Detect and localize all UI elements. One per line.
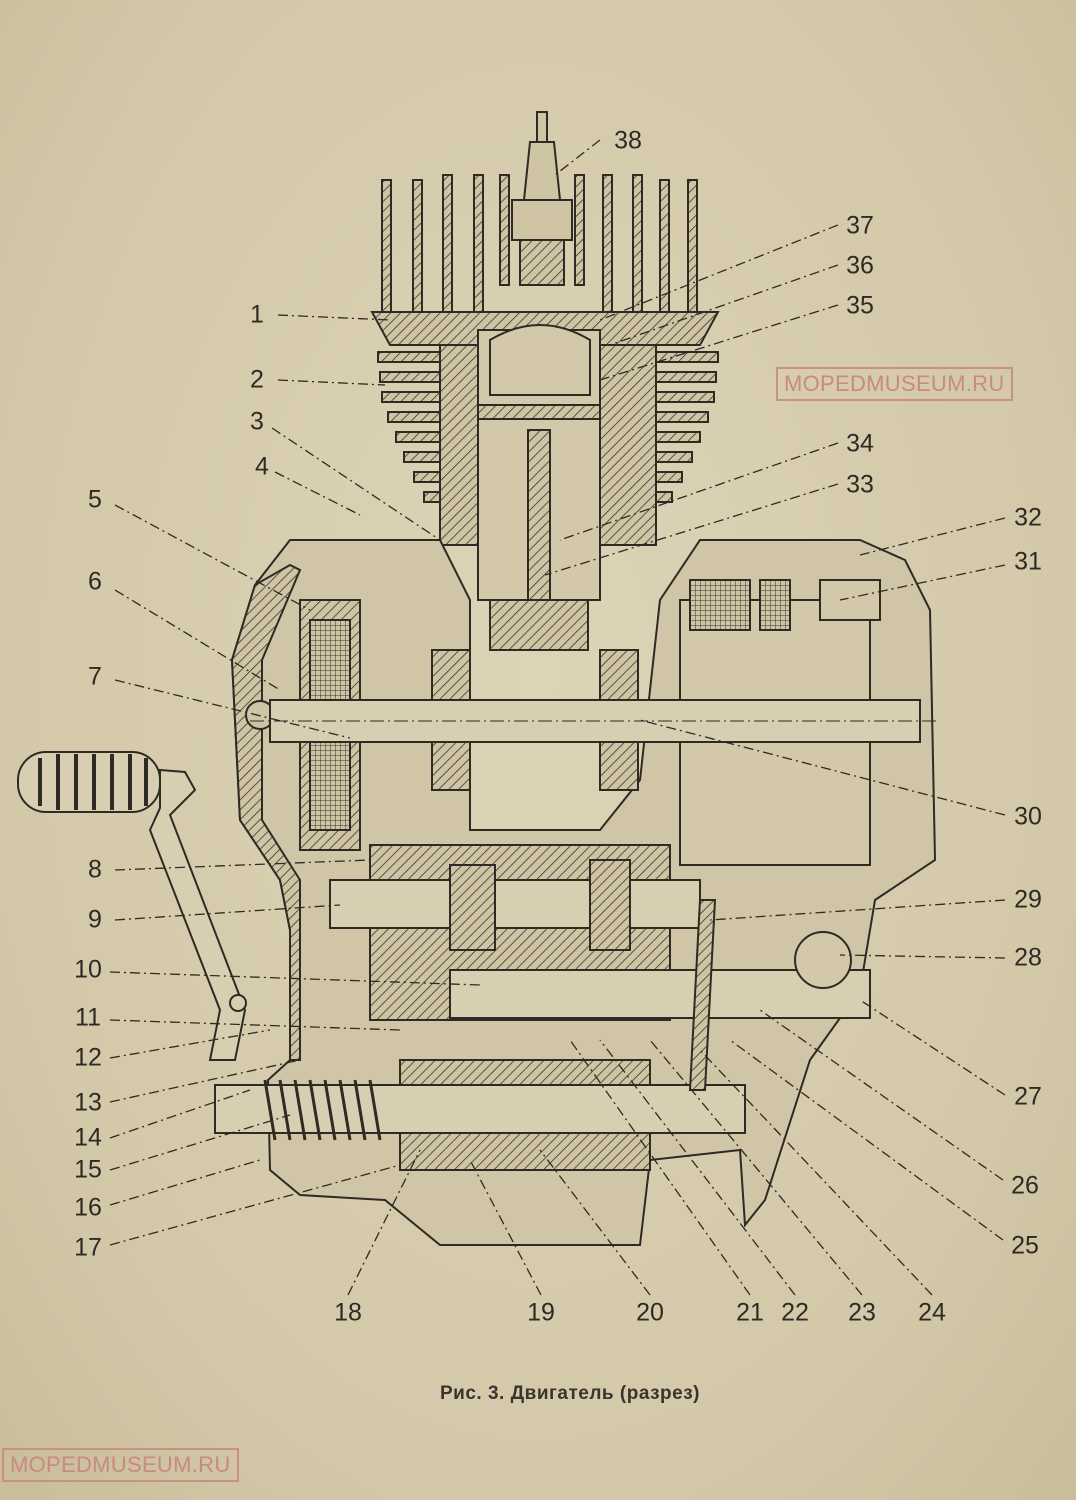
- callout-35: 35: [846, 291, 874, 320]
- callout-33: 33: [846, 470, 874, 499]
- callout-21: 21: [736, 1298, 764, 1327]
- callout-26: 26: [1011, 1171, 1039, 1200]
- spark-plug: [511, 111, 573, 286]
- callout-17: 17: [74, 1233, 102, 1262]
- watermark-bottom: MOPEDMUSEUM.RU: [2, 1448, 239, 1482]
- callout-5: 5: [88, 485, 102, 514]
- gearbox: [214, 844, 871, 1171]
- callout-12: 12: [74, 1043, 102, 1072]
- watermark-top: MOPEDMUSEUM.RU: [776, 367, 1013, 401]
- callout-28: 28: [1014, 943, 1042, 972]
- callout-2: 2: [250, 365, 264, 394]
- callout-19: 19: [527, 1298, 555, 1327]
- callout-15: 15: [74, 1155, 102, 1184]
- kickstart-spring: [263, 1079, 382, 1141]
- callout-13: 13: [74, 1088, 102, 1117]
- callout-37: 37: [846, 211, 874, 240]
- callout-14: 14: [74, 1123, 102, 1152]
- callout-11: 11: [75, 1003, 101, 1032]
- kickstarter-pedal: [17, 751, 247, 1061]
- leader-lines: [109, 139, 1006, 1296]
- callout-27: 27: [1014, 1082, 1042, 1111]
- callout-20: 20: [636, 1298, 664, 1327]
- callout-1: 1: [250, 300, 264, 329]
- callout-7: 7: [88, 662, 102, 691]
- callout-4: 4: [255, 452, 269, 481]
- piston: [477, 324, 601, 611]
- callout-29: 29: [1014, 885, 1042, 914]
- callout-8: 8: [88, 855, 102, 884]
- callout-34: 34: [846, 429, 874, 458]
- callout-25: 25: [1011, 1231, 1039, 1260]
- callout-23: 23: [848, 1298, 876, 1327]
- callout-10: 10: [74, 955, 102, 984]
- callout-6: 6: [88, 567, 102, 596]
- callout-30: 30: [1014, 802, 1042, 831]
- callout-32: 32: [1014, 503, 1042, 532]
- callout-22: 22: [781, 1298, 809, 1327]
- callout-9: 9: [88, 905, 102, 934]
- callout-18: 18: [334, 1298, 362, 1327]
- callout-3: 3: [250, 407, 264, 436]
- figure-caption: Рис. 3. Двигатель (разрез): [440, 1383, 700, 1404]
- callout-36: 36: [846, 251, 874, 280]
- callout-38: 38: [614, 126, 642, 155]
- callout-31: 31: [1014, 547, 1042, 576]
- callout-16: 16: [74, 1193, 102, 1222]
- callout-24: 24: [918, 1298, 946, 1327]
